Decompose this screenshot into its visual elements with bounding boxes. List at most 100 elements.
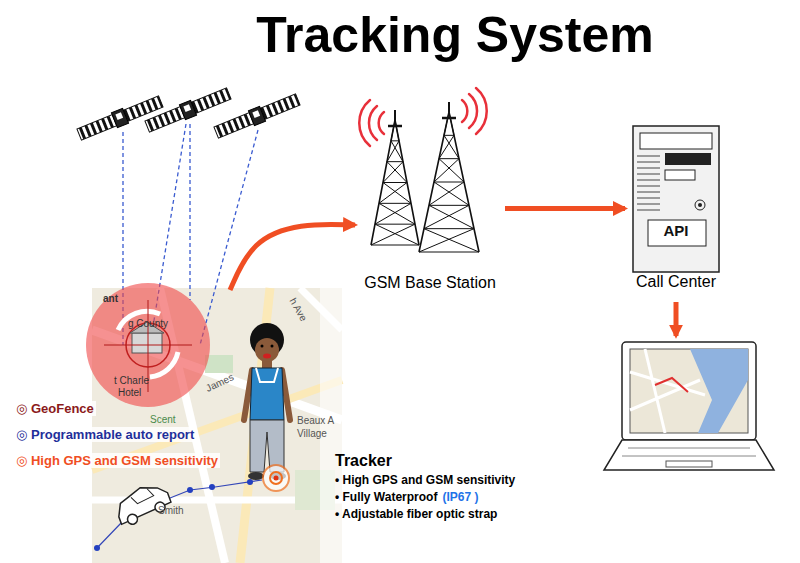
tracker-target: [270, 472, 282, 484]
track-route: [94, 545, 100, 551]
track-route: [97, 480, 262, 548]
track-route: [247, 479, 253, 485]
flow-arrow: [674, 302, 679, 336]
laptop: [622, 342, 756, 440]
feature-legend: ◎ Programmable auto report: [14, 427, 196, 442]
gsm-tower: [371, 224, 419, 245]
node-label: GSM Base Station: [364, 274, 496, 292]
gsm-tower: [429, 182, 469, 205]
track-route: [187, 487, 193, 493]
gsm-tower: [371, 120, 419, 245]
gsm-tower: [442, 117, 456, 120]
satellite: [76, 94, 164, 142]
gsm-tower: [419, 112, 479, 252]
laptop: [604, 342, 774, 470]
map-label: Smith: [158, 505, 184, 516]
geofence-circle: [150, 352, 178, 377]
gsm-tower: [379, 183, 411, 204]
server: [640, 133, 712, 149]
geofence-circle: [132, 333, 162, 353]
satellite: [213, 92, 301, 140]
laptop: [666, 461, 712, 467]
gsm-tower: [424, 205, 474, 228]
map-label: Beaux A: [297, 415, 334, 426]
server: [633, 126, 719, 272]
rating-text: (IP67 ): [442, 490, 478, 504]
server: [633, 126, 719, 272]
laptop: [604, 440, 774, 470]
server: [648, 220, 706, 246]
track-route: [209, 484, 215, 490]
gsm-tower: [394, 110, 396, 120]
feature-item: • High GPS and GSM sensitivity: [335, 473, 550, 487]
radio-waves: [359, 100, 370, 146]
api-label: API: [663, 222, 688, 239]
radio-waves: [469, 94, 477, 128]
feature-legend: ◎ GeoFence: [14, 401, 96, 416]
gsm-tower: [419, 102, 479, 252]
gsm-tower: [448, 102, 450, 112]
radio-waves: [359, 88, 486, 146]
gsm-tower: [375, 203, 415, 224]
map-label: g County: [128, 318, 168, 329]
call-center-server: API Call Center: [625, 125, 727, 300]
car: [130, 487, 154, 505]
tracker-target: [263, 465, 289, 491]
gsm-tower: [391, 120, 399, 141]
satellite: [76, 86, 301, 142]
gsm-tower: [444, 112, 454, 135]
tracker-target: [263, 465, 289, 491]
server: [665, 153, 711, 165]
geofence-circle: [104, 300, 192, 392]
gsm-tower: [383, 162, 407, 183]
gsm-tower: [387, 141, 403, 162]
car: [112, 480, 172, 525]
feature-item: • Adjustable fiber optic strap: [335, 507, 550, 521]
map-label: Scent: [150, 414, 176, 425]
track-route: [94, 479, 262, 551]
satellite-signal: [200, 130, 258, 345]
tracked-person: [250, 368, 284, 420]
car: [112, 480, 174, 529]
map-label: ant: [103, 293, 118, 304]
map-label: Village: [297, 428, 327, 439]
tracked-person: [248, 472, 264, 480]
radio-waves: [369, 106, 377, 140]
map-label: t Charle: [114, 375, 149, 386]
gsm-tower: [419, 229, 479, 252]
server: [665, 170, 695, 180]
flow-arrow: [230, 224, 355, 290]
geofence-circle: [86, 283, 210, 407]
laptop: [630, 349, 748, 433]
gsm-tower: [371, 110, 419, 245]
geofence-circle: [86, 283, 210, 407]
tracked-person: [263, 354, 271, 359]
tracked-person: [255, 338, 279, 362]
tracked-person: [261, 345, 264, 348]
radio-waves: [462, 100, 467, 122]
car: [126, 513, 139, 526]
tracked-person: [250, 420, 284, 472]
diagram-title: Tracking System: [200, 6, 710, 64]
gsm-tower: [388, 125, 402, 128]
laptop: [622, 448, 756, 456]
laptop: [655, 378, 688, 392]
flow-arrow: [505, 206, 625, 211]
base-station: GSM Base Station: [355, 95, 505, 292]
tracker-heading: Tracker: [335, 452, 550, 470]
tracked-person: [256, 368, 278, 382]
gsm-tower: [439, 135, 459, 158]
feature-item: • Fully Waterproof: [335, 490, 437, 504]
gsm-tower: [371, 102, 479, 252]
tracker-target: [274, 476, 279, 481]
radio-waves: [379, 112, 384, 134]
node-label: Call Center: [636, 273, 716, 291]
gsm-tower: [434, 159, 464, 182]
radio-waves: [476, 88, 487, 134]
laptop: [630, 349, 705, 433]
server: [695, 200, 705, 210]
server: [637, 156, 660, 210]
laptop: [690, 349, 748, 433]
satellite-signal: [189, 124, 190, 300]
tracked-person: [271, 345, 274, 348]
